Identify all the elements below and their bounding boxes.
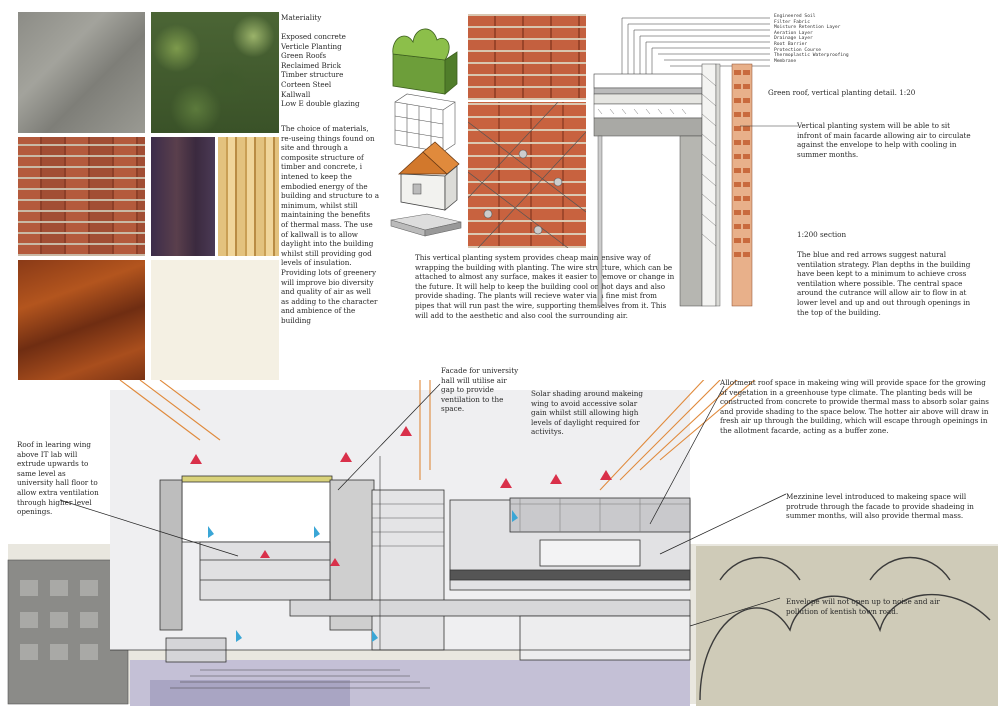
roof-layer-label: Thermoplastic Waterproofing (774, 53, 849, 59)
materiality-paragraph: The choice of materials, re-useing thing… (281, 124, 379, 325)
material-item: Reclaimed Brick (281, 60, 341, 70)
facade-annotation: Facade for university hall will utilise … (441, 366, 519, 414)
vertical-note-leader (740, 125, 798, 127)
material-item: Low E double glazing (281, 99, 360, 109)
planting-system-diagram (390, 28, 462, 237)
vertical-planting-swatch (151, 12, 279, 133)
material-item: Green Roofs (281, 51, 327, 61)
roof-layer-label: Root Barrier (774, 41, 808, 47)
ventilation-note: The blue and red arrows suggest natural … (797, 250, 971, 317)
roof-layer-label: Membrane (774, 58, 797, 64)
roof-layer-list: Engineered Soil Filter Fabric Moisture R… (774, 14, 849, 64)
timber-structure-swatch (218, 137, 279, 256)
brick-wire-photo (468, 102, 586, 248)
vertical-planting-note: Vertical planting system will be able to… (797, 121, 971, 159)
dark-timber-swatch (151, 137, 215, 256)
roof-layer-label: Drainage Layer (774, 36, 813, 42)
kalwall-swatch (151, 260, 279, 380)
planting-system-note: This vertical planting system provides c… (415, 253, 675, 320)
solar-shading-annotation: Solar shading around makeing wing to avo… (531, 389, 644, 437)
roof-layer-label: Protection Course (774, 47, 822, 53)
material-item: Verticle Planting (281, 41, 342, 51)
materiality-heading: Materiality (281, 13, 322, 22)
base-slab-icon (390, 213, 462, 237)
right-context-arches (699, 556, 991, 701)
reclaimed-brick-swatch (18, 137, 145, 256)
roof-learning-annotation: Roof in learing wing above IT lab will e… (17, 440, 99, 517)
allotment-annotation: Allotment roof space in makeing wing wil… (720, 378, 989, 435)
planting-module-icon (392, 28, 458, 95)
wire-frame-icon (394, 93, 456, 153)
warm-airflow-arrows (119, 380, 756, 491)
envelope-annotation: Envelope will not open up to noise and a… (786, 597, 940, 616)
roof-layer-label: Filter Fabric (774, 19, 810, 25)
material-item: Kallwall (281, 89, 311, 99)
house-icon (397, 141, 460, 211)
roof-layer-label: Moisture Retention Layer (774, 25, 841, 31)
section-drawing (7, 380, 998, 706)
left-context-windows (20, 580, 98, 660)
green-roof-title: Green roof, vertical planting detail. 1:… (768, 88, 916, 97)
green-roof-detail-drawing (593, 17, 770, 307)
material-item: Timber structure (281, 70, 344, 80)
materiality-list: Exposed concrete Verticle Planting Green… (281, 32, 381, 109)
exposed-concrete-swatch (18, 12, 145, 133)
annotation-leaders (59, 383, 787, 627)
brick-wall-photo (468, 14, 586, 100)
roof-layer-label: Engineered Soil (774, 14, 816, 19)
stairs (170, 669, 430, 689)
corten-steel-swatch (18, 260, 145, 380)
university-hall-block (181, 479, 333, 543)
mezzanine-annotation: Mezzinine level introduced to makeing sp… (786, 492, 974, 521)
hot-air-arrows (190, 426, 612, 566)
wire-cables (468, 102, 586, 248)
building-section (110, 390, 691, 663)
roof-layer-label: Aeration Layer (774, 30, 813, 36)
section-title: 1:200 section (797, 230, 847, 239)
material-item: Exposed concrete (281, 32, 346, 41)
right-context-building (696, 546, 998, 706)
cool-air-arrows (208, 510, 518, 642)
material-item: Corteen Steel (281, 79, 332, 89)
